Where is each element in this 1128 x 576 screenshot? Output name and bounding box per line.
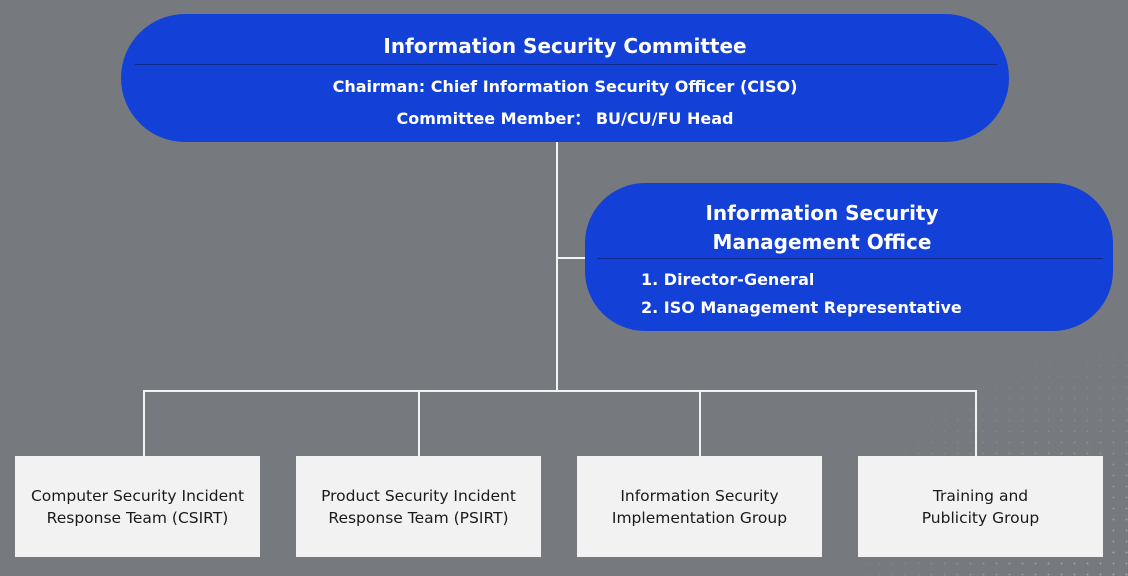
management-office-divider: [597, 258, 1103, 259]
group-csirt-line1: Computer Security Incident: [30, 486, 245, 505]
management-office-node: Information Security Management Office 1…: [585, 183, 1113, 331]
committee-members: Committee Member： BU/CU/FU Head: [396, 109, 734, 128]
management-office-item-iso-rep: 2. ISO Management Representative: [641, 298, 962, 317]
connector-drop-implementation: [699, 390, 701, 456]
connector-drop-csirt: [143, 390, 145, 456]
connector-horizontal-bus: [143, 390, 977, 392]
group-implementation-line2: Implementation Group: [611, 508, 788, 527]
management-office-title: Information Security Management Office: [585, 199, 1059, 257]
committee-chairman: Chairman: Chief Information Security Off…: [332, 77, 798, 96]
group-training-line2: Publicity Group: [921, 508, 1040, 527]
management-office-title-line1: Information Security: [705, 201, 939, 225]
connector-office-branch: [556, 257, 586, 259]
group-implementation-line1: Information Security: [620, 486, 779, 505]
committee-node: Information Security Committee Chairman:…: [121, 14, 1009, 142]
committee-divider: [135, 64, 997, 65]
connector-drop-psirt: [418, 390, 420, 456]
group-csirt: Computer Security Incident Response Team…: [15, 456, 260, 557]
group-implementation: Information Security Implementation Grou…: [577, 456, 822, 557]
group-psirt-line1: Product Security Incident: [321, 486, 516, 505]
group-training: Training and Publicity Group: [858, 456, 1103, 557]
management-office-title-line2: Management Office: [712, 230, 932, 254]
committee-title: Information Security Committee: [383, 34, 747, 58]
connector-drop-training: [975, 390, 977, 456]
connector-trunk: [556, 142, 558, 392]
management-office-item-director: 1. Director-General: [641, 270, 815, 289]
group-csirt-line2: Response Team (CSIRT): [46, 508, 229, 527]
group-training-line1: Training and: [932, 486, 1029, 505]
group-psirt: Product Security Incident Response Team …: [296, 456, 541, 557]
group-psirt-line2: Response Team (PSIRT): [328, 508, 509, 527]
